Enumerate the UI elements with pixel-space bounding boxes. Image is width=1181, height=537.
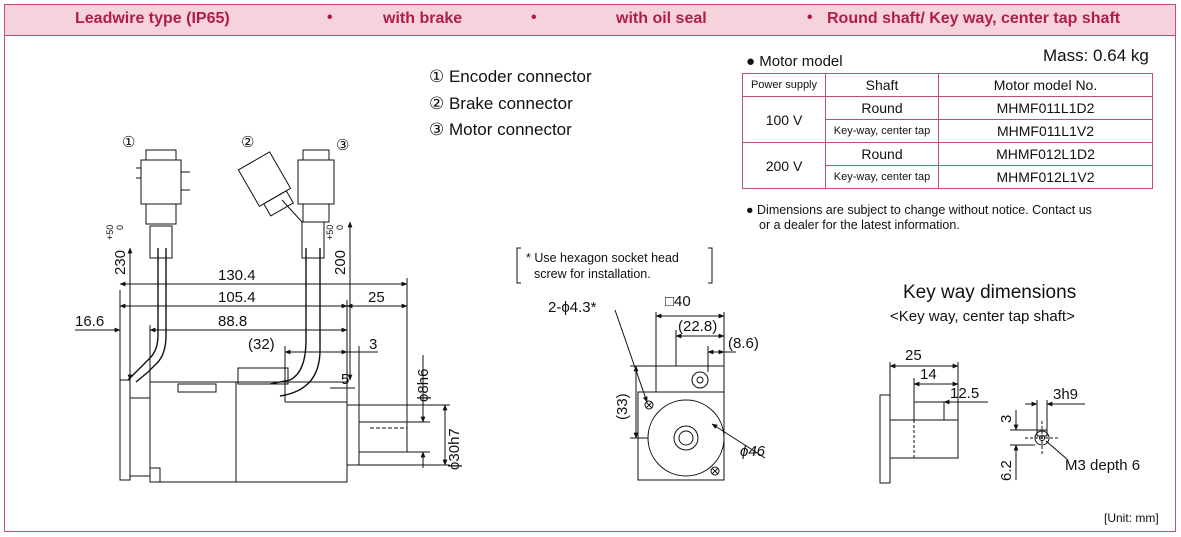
dim-16-6: 16.6 (75, 313, 104, 330)
marker-motor: ③ (336, 137, 349, 154)
dim-200-tol-zero: 0 (335, 225, 345, 230)
dim-22-8: (22.8) (678, 318, 717, 335)
install-note-line2: screw for installation. (534, 267, 651, 281)
keyway-drawing (879, 362, 1085, 484)
cell-model: MHMF011L1D2 (938, 96, 1153, 120)
cell-model: MHMF012L1V2 (938, 165, 1153, 189)
dim-230-tol-zero: 0 (115, 225, 125, 230)
cell-model: MHMF011L1V2 (938, 119, 1153, 143)
header-separator: • (327, 9, 333, 26)
motor-model-title: ● Motor model (746, 53, 843, 70)
dim-230: 230 (112, 250, 129, 275)
keyway-dim-3: 3 (998, 415, 1015, 423)
marker-brake: ② (241, 134, 254, 151)
keyway-dim-m3-depth: M3 depth 6 (1065, 457, 1140, 474)
keyway-dim-6-2: 6.2 (998, 460, 1015, 481)
marker-encoder: ① (122, 134, 135, 151)
dim-200: 200 (332, 250, 349, 275)
install-note-line1: * Use hexagon socket head (526, 251, 679, 265)
dim-phi30h7: ϕ30h7 (446, 428, 463, 470)
legend-motor-connector: ③ Motor connector (429, 120, 572, 139)
note-line: or a dealer for the latest information. (759, 218, 960, 232)
dim-33: (33) (614, 393, 631, 420)
cell-power: 100 V (742, 96, 826, 143)
table-row: 200 V Round MHMF012L1D2 (742, 142, 1153, 189)
dim-88-8: 88.8 (218, 313, 247, 330)
cell-power: 200 V (742, 142, 826, 189)
dim-5: 5 (341, 371, 349, 388)
table-row: Key-way, center tap MHMF011L1V2 (743, 119, 1153, 143)
disclaimer-note: ● Dimensions are subject to change witho… (746, 203, 1171, 233)
keyway-subtitle: <Key way, center tap shaft> (890, 308, 1075, 325)
table-row: 100 V Round MHMF011L1D2 (742, 96, 1153, 143)
cell-shaft: Round (825, 96, 939, 120)
legend-brake-connector: ② Brake connector (429, 94, 573, 113)
motor-model-table: Power supply Shaft Motor model No. 100 V… (742, 73, 1153, 189)
keyway-title: Key way dimensions (903, 282, 1076, 303)
keyway-dim-12-5: 12.5 (950, 385, 979, 402)
dim-holes: 2-ϕ4.3* (548, 299, 597, 316)
dim-phi46: ϕ46 (740, 443, 766, 460)
dim-32: (32) (248, 336, 275, 353)
keyway-dim-3h9: 3h9 (1053, 386, 1078, 403)
legend-encoder-connector: ① Encoder connector (429, 67, 592, 86)
cell-shaft: Round (825, 142, 939, 166)
keyway-dim-14: 14 (920, 366, 937, 383)
header-leadwire-type: Leadwire type (IP65) (75, 10, 230, 27)
header-bar: Leadwire type (IP65) • with brake • with… (5, 5, 1175, 36)
dim-25: 25 (368, 289, 385, 306)
dim-130-4: 130.4 (218, 267, 256, 284)
keyway-dim-25: 25 (905, 347, 922, 364)
header-separator: • (531, 9, 537, 26)
header-shaft-type: Round shaft/ Key way, center tap shaft (827, 10, 1121, 27)
dim-8-6: (8.6) (728, 335, 759, 352)
dim-3: 3 (369, 336, 377, 353)
note-line: ● Dimensions are subject to change witho… (746, 203, 1092, 217)
dim-105-4: 105.4 (218, 289, 256, 306)
dim-230-tol-plus: +50 (105, 225, 115, 240)
front-view-drawing (516, 247, 766, 481)
side-view-drawing (75, 149, 450, 483)
cell-model: MHMF012L1D2 (938, 142, 1153, 166)
dim-200-tol-plus: +50 (325, 225, 335, 240)
table-row: Key-way, center tap MHMF012L1V2 (743, 165, 1153, 189)
unit-label: [Unit: mm] (1104, 511, 1159, 525)
header-separator: • (807, 9, 813, 26)
dim-square-40: □40 (665, 293, 691, 310)
header-with-brake: with brake (383, 10, 463, 27)
header-with-oil-seal: with oil seal (616, 10, 707, 27)
cell-shaft: Key-way, center tap (825, 165, 939, 189)
mass-label: Mass: 0.64 kg (1043, 46, 1149, 65)
dim-phi8h6: ϕ8h6 (415, 369, 432, 402)
